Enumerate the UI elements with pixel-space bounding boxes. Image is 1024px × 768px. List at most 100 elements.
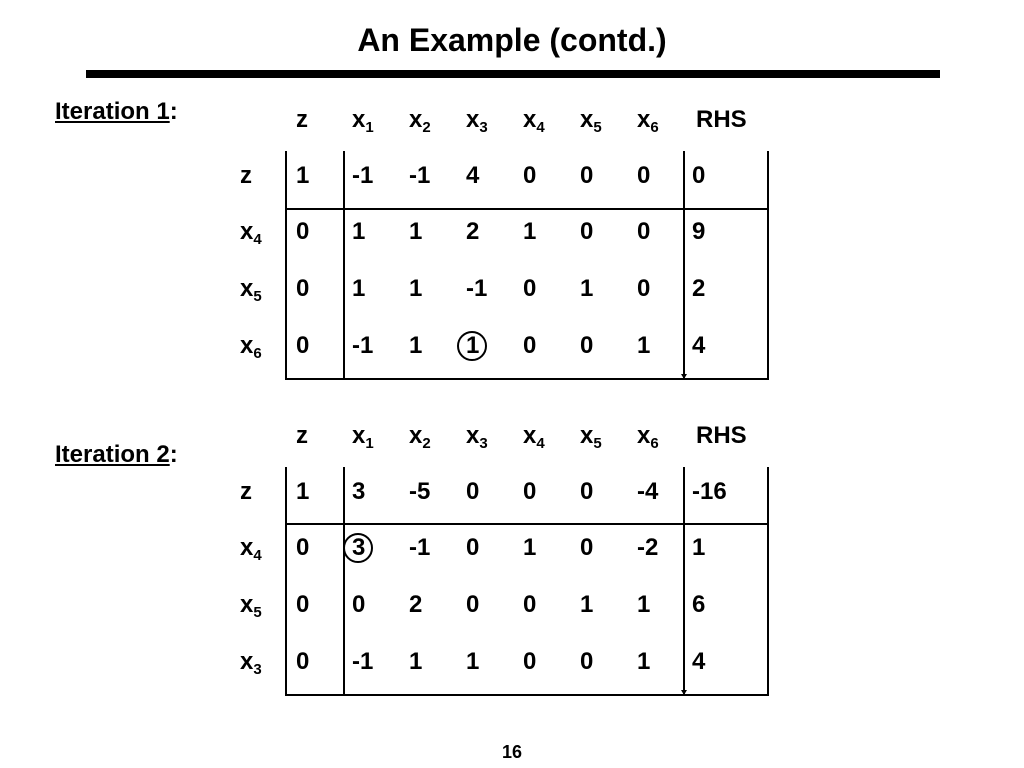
row-basis-label: x5 [240, 591, 262, 621]
tableau-cell: 0 [580, 162, 594, 189]
tableau-bottom-border [285, 378, 769, 380]
tableau-objective-divider [285, 523, 769, 525]
column-header-x3: x3 [466, 106, 488, 136]
tableau-bottom-border [285, 694, 769, 696]
column-header-x2: x2 [409, 106, 431, 136]
tableau-cell: 0 [580, 478, 594, 505]
tableau-cell: 0 [523, 478, 537, 505]
iteration-2-label: Iteration 2: [55, 441, 178, 469]
tableau-cell: 6 [692, 591, 706, 618]
pivot-circle [457, 331, 487, 361]
column-header-x3: x3 [466, 422, 488, 452]
tableau-cell: 0 [466, 478, 480, 505]
row-basis-label: z [240, 162, 252, 189]
tableau-cell: 1 [580, 275, 594, 302]
tableau-cell: 0 [296, 591, 310, 618]
tableau-cell: -1 [352, 332, 374, 359]
tableau-cell: -5 [409, 478, 431, 505]
column-header-rhs: RHS [696, 422, 747, 449]
tableau-cell: 0 [523, 162, 537, 189]
tableau-cell: 1 [580, 591, 594, 618]
tableau-cell: 0 [637, 162, 651, 189]
tableau-divider-z [343, 151, 345, 378]
tableau-divider-z [343, 467, 345, 694]
column-header-x6: x6 [637, 422, 659, 452]
slide-title: An Example (contd.) [357, 22, 667, 58]
tableau-cell: 2 [466, 218, 480, 245]
tableau-cell: 1 [523, 534, 537, 561]
tableau-cell: 0 [466, 591, 480, 618]
tableau-cell: 0 [580, 648, 594, 675]
tableau-cell: 1 [637, 332, 651, 359]
tableau-cell: 1 [523, 218, 537, 245]
column-header-x1: x1 [352, 422, 374, 452]
iteration-2-label-text: Iteration 2 [55, 441, 170, 468]
tableau-cell: 0 [523, 591, 537, 618]
tableau-cell: -1 [409, 162, 431, 189]
tableau-cell: 0 [296, 648, 310, 675]
tableau-cell: 0 [352, 591, 366, 618]
column-header-x6: x6 [637, 106, 659, 136]
tableau-right-border [767, 467, 769, 696]
tableau-cell: 0 [637, 275, 651, 302]
divider-arrowhead [681, 690, 687, 695]
tableau-cell: 1 [352, 275, 366, 302]
tableau-cell: 9 [692, 218, 706, 245]
tableau-cell: -1 [352, 648, 374, 675]
tableau-cell: 1 [409, 218, 423, 245]
tableau-cell: 0 [466, 534, 480, 561]
tableau-cell: 0 [296, 534, 310, 561]
tableau-cell: 1 [637, 591, 651, 618]
tableau-cell: 1 [409, 332, 423, 359]
tableau-cell: 0 [296, 275, 310, 302]
pivot-circle [343, 533, 373, 563]
tableau-left-border [285, 467, 287, 694]
tableau-cell: 2 [692, 275, 706, 302]
tableau-cell: 1 [409, 648, 423, 675]
tableau-cell: 0 [637, 218, 651, 245]
tableau-cell: 1 [296, 162, 310, 189]
tableau-cell: 4 [692, 648, 706, 675]
tableau-cell: 0 [692, 162, 706, 189]
tableau-cell: 1 [692, 534, 706, 561]
tableau-cell: -4 [637, 478, 659, 505]
iteration-1-label: Iteration 1: [55, 98, 178, 126]
tableau-cell: 4 [692, 332, 706, 359]
tableau-cell: 0 [580, 218, 594, 245]
tableau-cell: 1 [296, 478, 310, 505]
tableau-cell: 0 [523, 275, 537, 302]
column-header-x4: x4 [523, 106, 545, 136]
tableau-cell: 0 [580, 534, 594, 561]
column-header-z: z [296, 106, 308, 133]
tableau-cell: -1 [466, 275, 488, 302]
tableau-cell: -16 [692, 478, 727, 505]
iteration-2-label-colon: : [169, 441, 178, 468]
row-basis-label: x4 [240, 534, 262, 564]
tableau-cell: 1 [352, 218, 366, 245]
row-basis-label: x3 [240, 648, 262, 678]
tableau-cell: 0 [523, 648, 537, 675]
row-basis-label: x5 [240, 275, 262, 305]
tableau-divider-rhs [683, 151, 685, 378]
tableau-cell: 0 [296, 332, 310, 359]
page-number: 16 [501, 742, 523, 762]
tableau-cell: 1 [409, 275, 423, 302]
tableau-cell: 1 [637, 648, 651, 675]
tableau-cell: 0 [580, 332, 594, 359]
column-header-x2: x2 [409, 422, 431, 452]
tableau-cell: 3 [352, 478, 366, 505]
tableau-objective-divider [285, 208, 769, 210]
tableau-cell: 0 [523, 332, 537, 359]
tableau-right-border [767, 151, 769, 380]
tableau-left-border [285, 151, 287, 378]
tableau-cell: 4 [466, 162, 480, 189]
tableau-cell: 0 [296, 218, 310, 245]
title-rule [86, 70, 940, 78]
row-basis-label: x4 [240, 218, 262, 248]
column-header-x1: x1 [352, 106, 374, 136]
column-header-z: z [296, 422, 308, 449]
tableau-divider-rhs [683, 467, 685, 694]
column-header-x5: x5 [580, 106, 602, 136]
row-basis-label: z [240, 478, 252, 505]
iteration-1-label-colon: : [169, 98, 178, 125]
